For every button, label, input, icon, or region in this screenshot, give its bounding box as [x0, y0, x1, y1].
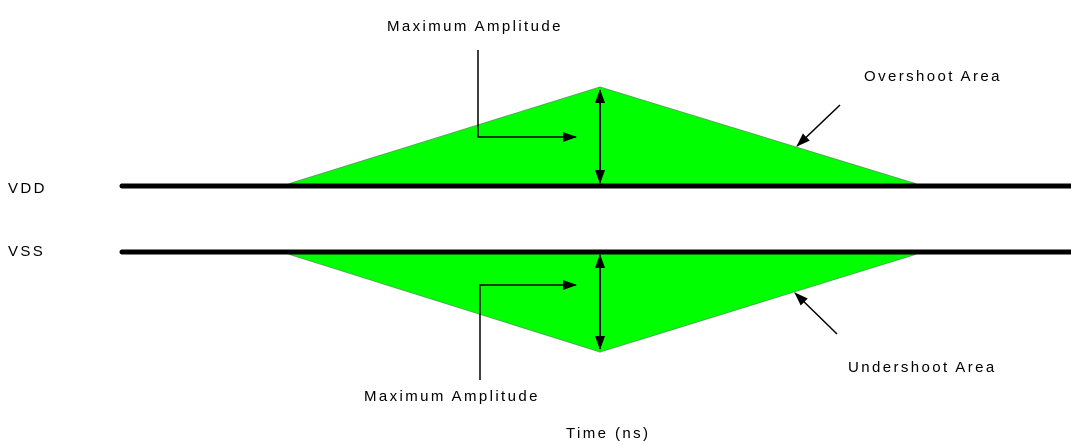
undershoot-area-pointer	[794, 292, 838, 335]
bottom-amplitude-callout	[479, 280, 577, 380]
vdd-label: VDD	[8, 180, 47, 197]
bottom-amplitude-label: Maximum Amplitude	[364, 388, 540, 405]
vss-label: VSS	[8, 243, 45, 260]
undershoot-area-label: Undershoot Area	[848, 359, 997, 376]
overshoot-area-label: Overshoot Area	[864, 68, 1002, 85]
overshoot-area-pointer	[796, 104, 841, 147]
overshoot-area-shape	[284, 86, 921, 186]
top-amplitude-callout	[477, 50, 577, 142]
undershoot-area-shape	[284, 252, 921, 353]
top-amplitude-label: Maximum Amplitude	[387, 18, 563, 35]
time-axis-label: Time (ns)	[566, 425, 650, 442]
